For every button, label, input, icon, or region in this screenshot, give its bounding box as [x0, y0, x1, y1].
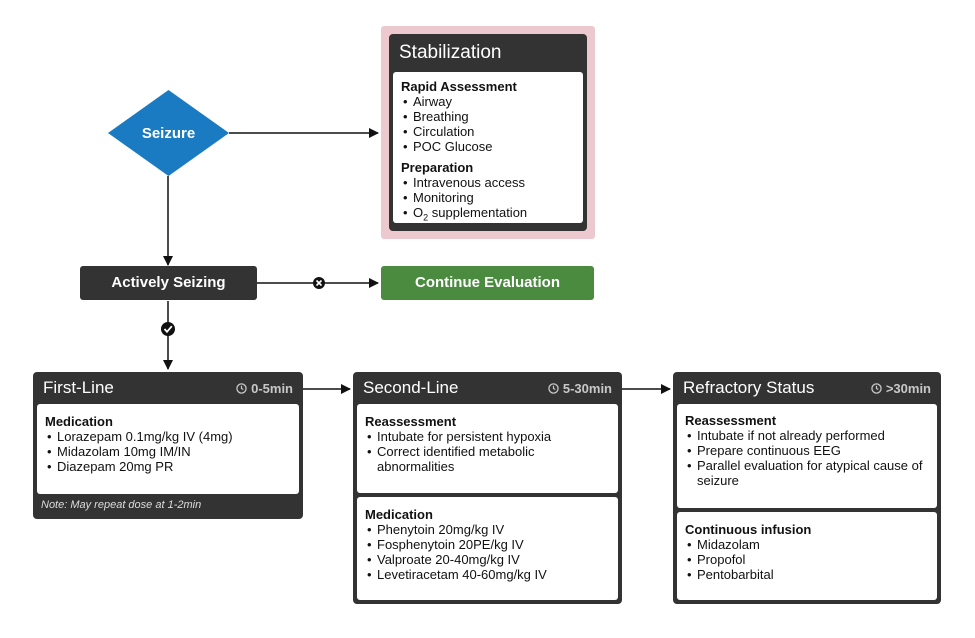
first-line-card: First-Line 0-5min Medication Lorazepam 0…: [33, 372, 303, 519]
list-item: O2 supplementation: [401, 205, 575, 226]
seizure-decision: Seizure: [108, 90, 229, 176]
list-item: Midazolam 10mg IM/IN: [45, 444, 291, 459]
list-item: Airway: [401, 94, 575, 109]
list-item: Phenytoin 20mg/kg IV: [365, 522, 610, 537]
list-item: Breathing: [401, 109, 575, 124]
preparation-heading: Preparation: [401, 160, 474, 175]
list-item: Pentobarbital: [685, 567, 929, 582]
second-line-time: 5-30min: [548, 381, 612, 396]
seizure-label: Seizure: [141, 124, 196, 142]
list-item: Diazepam 20mg PR: [45, 459, 291, 474]
refractory-time: >30min: [871, 381, 931, 396]
first-line-note: Note: May repeat dose at 1-2min: [41, 499, 202, 511]
list-item: Prepare continuous EEG: [685, 443, 929, 458]
list-item: Circulation: [401, 124, 575, 139]
stabilization-card: Stabilization Rapid Assessment Airway Br…: [389, 34, 587, 231]
continuous-infusion-list: Midazolam Propofol Pentobarbital: [685, 537, 929, 582]
list-item: Midazolam: [685, 537, 929, 552]
list-item: Valproate 20-40mg/kg IV: [365, 552, 610, 567]
refractory-title: Refractory Status: [683, 378, 815, 397]
rapid-assessment-heading: Rapid Assessment: [401, 79, 517, 94]
actively-seizing-node: Actively Seizing: [80, 266, 257, 300]
o2-subscript: 2: [423, 212, 429, 223]
refractory-status-card: Refractory Status >30min Reassessment In…: [673, 372, 941, 604]
stabilization-panel: Rapid Assessment Airway Breathing Circul…: [393, 72, 583, 223]
clock-icon: [548, 382, 559, 394]
clock-icon: [236, 382, 247, 394]
o2-suffix: supplementation: [428, 205, 528, 220]
o2-prefix: O: [413, 205, 424, 220]
reassessment-heading: Reassessment: [685, 413, 777, 428]
list-item: Propofol: [685, 552, 929, 567]
continue-evaluation-node: Continue Evaluation: [381, 266, 594, 300]
first-line-time-label: 0-5min: [251, 380, 293, 396]
list-item: Fosphenytoin 20PE/kg IV: [365, 537, 610, 552]
second-line-reassessment-panel: Reassessment Intubate for persistent hyp…: [357, 404, 618, 493]
reassessment-list: Intubate if not already performed Prepar…: [685, 428, 929, 488]
list-item: Monitoring: [401, 190, 575, 205]
reassessment-list: Intubate for persistent hypoxia Correct …: [365, 429, 610, 474]
preparation-list: Intravenous access Monitoring O2 supplem…: [401, 175, 575, 226]
stabilization-title: Stabilization: [399, 42, 502, 63]
second-line-medication-panel: Medication Phenytoin 20mg/kg IV Fospheny…: [357, 497, 618, 600]
list-item: Correct identified metabolic abnormaliti…: [365, 444, 610, 474]
second-line-card: Second-Line 5-30min Reassessment Intubat…: [353, 372, 622, 604]
list-item: Levetiracetam 40-60mg/kg IV: [365, 567, 610, 582]
first-line-time: 0-5min: [236, 381, 293, 396]
list-item: POC Glucose: [401, 139, 575, 154]
rapid-assessment-list: Airway Breathing Circulation POC Glucose: [401, 94, 575, 154]
reassessment-heading: Reassessment: [365, 414, 457, 429]
refractory-time-label: >30min: [885, 380, 931, 396]
list-item: Parallel evaluation for atypical cause o…: [685, 458, 929, 488]
medication-list: Phenytoin 20mg/kg IV Fosphenytoin 20PE/k…: [365, 522, 610, 582]
medication-heading: Medication: [45, 414, 113, 429]
list-item: Intravenous access: [401, 175, 575, 190]
list-item: Intubate for persistent hypoxia: [365, 429, 610, 444]
second-line-title: Second-Line: [363, 378, 459, 397]
first-line-title: First-Line: [43, 378, 114, 397]
medication-heading: Medication: [365, 507, 433, 522]
yes-icon: [161, 322, 175, 336]
list-item: Intubate if not already performed: [685, 428, 929, 443]
no-icon: [313, 277, 325, 289]
first-line-medication-panel: Medication Lorazepam 0.1mg/kg IV (4mg) M…: [37, 404, 299, 494]
continuous-infusion-heading: Continuous infusion: [685, 522, 812, 537]
continuous-infusion-panel: Continuous infusion Midazolam Propofol P…: [677, 512, 937, 600]
refractory-reassessment-panel: Reassessment Intubate if not already per…: [677, 404, 937, 508]
list-item: Lorazepam 0.1mg/kg IV (4mg): [45, 429, 291, 444]
medication-list: Lorazepam 0.1mg/kg IV (4mg) Midazolam 10…: [45, 429, 291, 474]
clock-icon: [871, 382, 882, 394]
second-line-time-label: 5-30min: [562, 380, 612, 396]
